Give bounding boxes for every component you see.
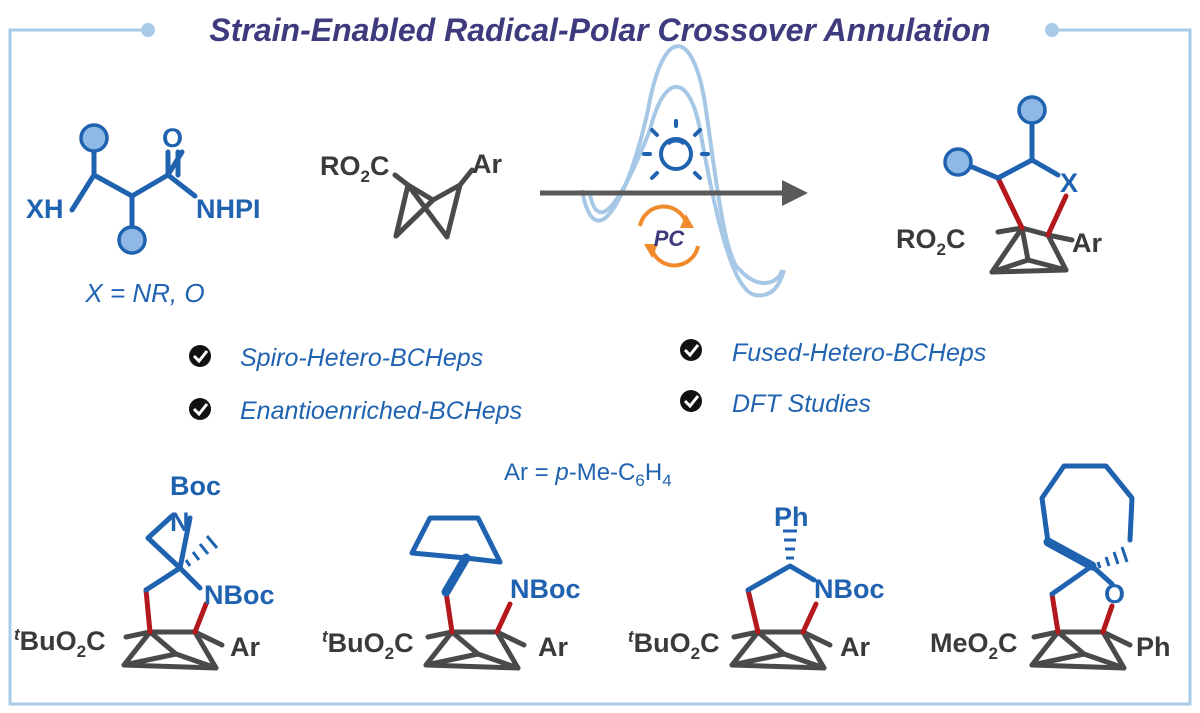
xh-label: XH — [26, 194, 64, 224]
check-icon — [189, 345, 211, 367]
product-ester-label: RO2C — [896, 224, 965, 259]
boc-label: Boc — [170, 471, 221, 501]
reactant-bicyclobutane: RO2C Ar — [320, 149, 502, 240]
x-definition: X = NR, O — [84, 278, 204, 308]
carbonyl-o-label: O — [162, 123, 183, 153]
substituent-ball — [943, 147, 973, 177]
product-ar-label: Ar — [1072, 228, 1102, 258]
ester-ro: RO — [320, 151, 361, 181]
meo2c-label: MeO2C — [930, 628, 1017, 663]
nboc-label: NBoc — [814, 574, 885, 604]
heteroatom-x-label: X — [1060, 168, 1078, 198]
feature-label: Enantioenriched-BCHeps — [240, 397, 522, 425]
ar-label: Ar — [538, 632, 568, 662]
feature-item: Spiro-Hetero-BCHeps — [189, 344, 483, 372]
tert-superscript: t — [628, 627, 635, 646]
check-icon — [189, 398, 211, 420]
ar-label: Ar — [840, 632, 870, 662]
bold-wedge — [1043, 537, 1097, 571]
frame-dot-right — [1045, 23, 1059, 37]
photocatalyst-cycle-icon — [638, 204, 700, 268]
product-ester-subscript: 2 — [937, 240, 946, 259]
arrow-head — [782, 180, 808, 206]
check-icon — [680, 339, 702, 361]
tbuo2c-label: tBuO2C — [322, 627, 414, 663]
feature-label: Fused-Hetero-BCHeps — [732, 339, 986, 367]
product: X RO2C Ar — [896, 95, 1102, 275]
feature-list: Spiro-Hetero-BCHeps Fused-Hetero-BCHeps … — [189, 339, 986, 425]
ester-buo: BuO — [20, 626, 77, 656]
ester-subscript: 2 — [385, 644, 394, 663]
phenyl-label: Ph — [774, 502, 809, 532]
light-bulb-icon — [642, 119, 710, 180]
ester-c: C — [998, 628, 1018, 658]
ar-def-sub6: 6 — [635, 471, 644, 490]
ester-c: C — [700, 628, 720, 658]
ester-c: C — [370, 151, 390, 181]
hash-wedge — [1096, 546, 1129, 569]
product-ester-c: C — [946, 224, 966, 254]
feature-label: Spiro-Hetero-BCHeps — [240, 344, 483, 372]
feature-label: DFT Studies — [732, 390, 871, 418]
bold-wedge — [441, 553, 471, 597]
feature-item: Fused-Hetero-BCHeps — [680, 339, 986, 367]
ester-subscript: 2 — [77, 642, 86, 661]
substituent-ball — [79, 123, 109, 153]
ar-def-sub4: 4 — [662, 471, 671, 490]
nboc-label: NBoc — [204, 580, 275, 610]
ar-label: Ar — [472, 149, 502, 179]
nboc-label: NBoc — [510, 574, 581, 604]
ar-label: Ar — [230, 632, 260, 662]
ph-label: Ph — [1136, 632, 1171, 662]
ester-subscript: 2 — [691, 644, 700, 663]
ester-subscript: 2 — [361, 167, 370, 186]
ar-def-prefix: Ar = — [504, 459, 555, 486]
energy-curve-inner — [588, 84, 786, 298]
check-icon — [680, 390, 702, 412]
pc-label: PC — [654, 226, 686, 251]
substituent-ball — [117, 225, 147, 255]
ar-def-para: p — [554, 459, 568, 486]
ester-buo: BuO — [328, 628, 385, 658]
tbuo2c-label: tBuO2C — [628, 627, 720, 663]
hash-wedge — [184, 535, 219, 567]
ar-definition: Ar = p-Me-C6H4 — [504, 459, 672, 490]
frame — [8, 23, 1192, 706]
tert-superscript: t — [322, 627, 329, 646]
frame-dot-left — [141, 23, 155, 37]
reactant-amide: XH O NHPI X = NR, O — [26, 123, 261, 308]
azetidine-n-label: N — [170, 507, 190, 537]
hash-wedge — [783, 529, 797, 560]
nhpi-label: NHPI — [196, 194, 261, 224]
ester-buo: BuO — [634, 628, 691, 658]
substituent-ball — [1017, 95, 1047, 125]
product-ester-ro: RO — [896, 224, 937, 254]
ester-c: C — [86, 626, 106, 656]
ester-label: RO2C — [320, 151, 389, 186]
ar-def-h: H — [645, 459, 662, 486]
ester-c: C — [394, 628, 414, 658]
example-cyclopentane: NBoc tBuO2C Ar — [322, 515, 581, 671]
example-phenyl: Ph NBoc tBuO2C Ar — [628, 502, 885, 671]
ar-def-mid: -Me-C — [569, 459, 636, 486]
page-title: Strain-Enabled Radical-Polar Crossover A… — [209, 12, 990, 48]
ester-subscript: 2 — [989, 644, 998, 663]
reaction-arrow: PC — [540, 44, 808, 298]
tert-superscript: t — [14, 625, 21, 644]
oxygen-label: O — [1104, 579, 1125, 609]
example-cycloheptane: O MeO2C Ph — [930, 463, 1171, 671]
tbuo2c-label: tBuO2C — [14, 625, 106, 661]
example-azetidine: N Boc NBoc tBuO2C Ar — [14, 471, 275, 671]
feature-item: Enantioenriched-BCHeps — [189, 397, 522, 425]
ester-meo: MeO — [930, 628, 989, 658]
feature-item: DFT Studies — [680, 390, 871, 418]
